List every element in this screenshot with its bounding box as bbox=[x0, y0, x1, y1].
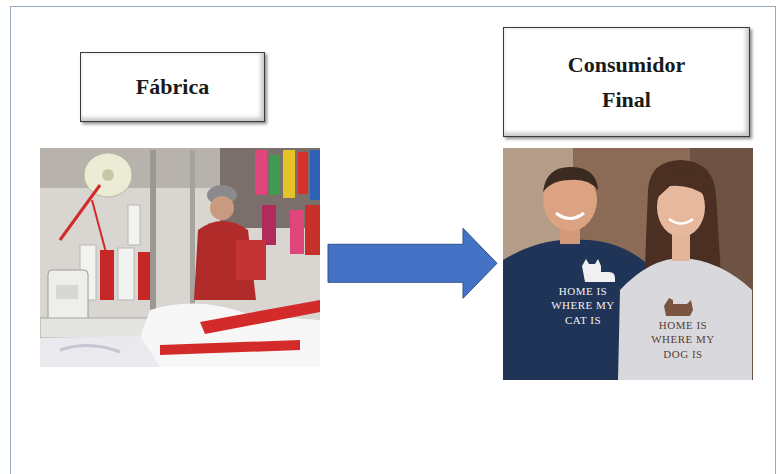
outer-frame bbox=[11, 7, 776, 474]
flow-arrow bbox=[328, 228, 497, 298]
customers-photo bbox=[503, 148, 753, 380]
stage-node: Fábrica bbox=[40, 52, 320, 367]
factory-photo bbox=[40, 148, 320, 367]
node-title: Consumidor Final bbox=[552, 47, 702, 117]
node-title: Fábrica bbox=[136, 74, 209, 100]
shirt-print: HOME IS WHERE MY CAT IS bbox=[546, 284, 620, 327]
title-box: Fábrica bbox=[80, 52, 265, 122]
title-box: Consumidor Final bbox=[503, 27, 750, 137]
stage-node: Consumidor Final bbox=[503, 27, 753, 380]
shirt-print: HOME IS WHERE MY DOG IS bbox=[648, 318, 718, 361]
